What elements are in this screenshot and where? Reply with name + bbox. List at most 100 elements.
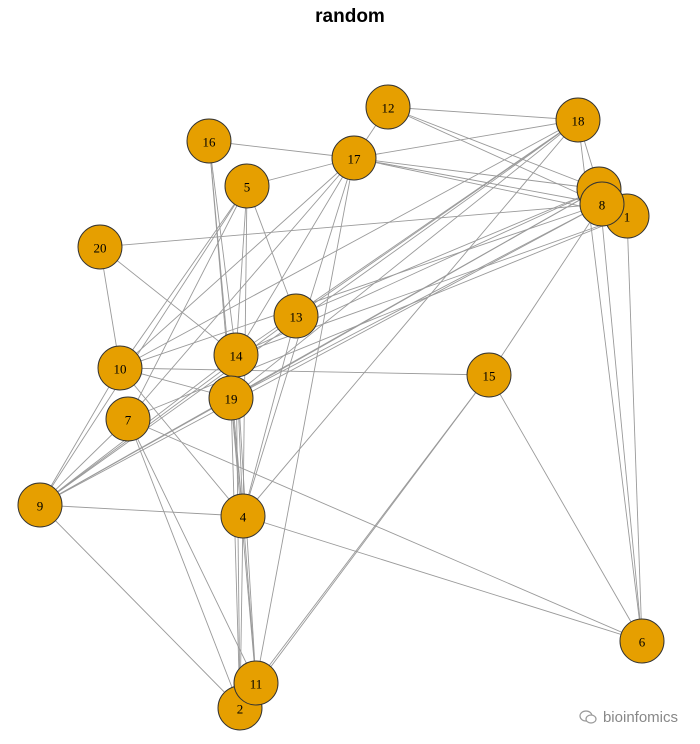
edge-4-11: [242, 515, 257, 684]
node-circle-6: [619, 618, 665, 664]
edge-7-6: [127, 418, 643, 642]
edge-5-10: [119, 185, 248, 369]
node-circle-13: [273, 293, 319, 339]
node-label-6: 6: [639, 635, 646, 650]
node-label-19: 19: [225, 392, 238, 407]
node-16: 16: [186, 118, 232, 164]
node-label-12: 12: [382, 101, 395, 116]
edge-12-3: [387, 106, 600, 190]
node-5: 5: [224, 163, 270, 209]
edge-9-4: [39, 504, 244, 517]
chat-bubble-icon: [579, 710, 597, 724]
edge-8-20: [99, 203, 603, 248]
edge-7-11: [127, 418, 257, 684]
node-label-13: 13: [290, 310, 303, 325]
node-19: 19: [208, 375, 254, 421]
node-circle-7: [105, 396, 151, 442]
node-15: 15: [466, 352, 512, 398]
node-circle-11: [233, 660, 279, 706]
edge-20-14: [99, 246, 237, 356]
edge-17-3: [353, 157, 600, 190]
edge-9-2: [39, 504, 241, 709]
node-circle-19: [208, 375, 254, 421]
edge-13-9: [39, 315, 297, 506]
edge-12-8: [387, 106, 603, 205]
node-label-9: 9: [37, 499, 44, 514]
node-13: 13: [273, 293, 319, 339]
edge-19-9: [39, 397, 232, 506]
node-label-8: 8: [599, 198, 606, 213]
edge-17-11: [255, 157, 355, 684]
edge-18-4: [242, 119, 579, 517]
edge-1-7: [127, 215, 628, 420]
edge-19-2: [230, 397, 241, 709]
node-label-15: 15: [483, 369, 496, 384]
edge-5-13: [246, 185, 297, 317]
edge-1-6: [626, 215, 643, 642]
node-label-4: 4: [240, 510, 247, 525]
edge-7-2: [127, 418, 241, 709]
edge-17-10: [119, 157, 355, 369]
node-circle-4: [220, 493, 266, 539]
edge-17-7: [127, 157, 355, 420]
edge-19-11: [230, 397, 257, 684]
edge-18-10: [119, 119, 579, 369]
edge-17-18: [353, 119, 579, 159]
node-4: 4: [220, 493, 266, 539]
node-circle-18: [555, 97, 601, 143]
node-6: 6: [619, 618, 665, 664]
edge-10-15: [119, 367, 490, 376]
node-circle-20: [77, 224, 123, 270]
node-circle-17: [331, 135, 377, 181]
node-label-10: 10: [114, 362, 127, 377]
edge-17-8: [353, 157, 603, 205]
node-label-7: 7: [125, 413, 132, 428]
edge-15-2: [239, 374, 490, 709]
edge-3-19: [230, 188, 600, 399]
edge-5-9: [39, 185, 248, 506]
edge-10-9: [39, 367, 121, 506]
node-label-2: 2: [237, 702, 244, 717]
edge-8-19: [230, 203, 603, 399]
node-label-5: 5: [244, 180, 251, 195]
node-8: 8: [579, 181, 625, 227]
edge-18-19: [230, 119, 579, 399]
node-label-16: 16: [203, 135, 217, 150]
edge-3-13: [295, 188, 600, 317]
node-11: 11: [233, 660, 279, 706]
node-10: 10: [97, 345, 143, 391]
node-label-1: 1: [624, 210, 631, 225]
edge-16-17: [208, 140, 355, 159]
edges-layer: [39, 106, 643, 709]
nodes-layer: 2138456791011121314151617181920: [17, 84, 665, 731]
node-9: 9: [17, 482, 63, 528]
watermark: bioinfomics: [579, 708, 678, 726]
node-label-17: 17: [348, 152, 362, 167]
node-circle-8: [579, 181, 625, 227]
node-circle-15: [466, 352, 512, 398]
node-7: 7: [105, 396, 151, 442]
node-17: 17: [331, 135, 377, 181]
node-12: 12: [365, 84, 411, 130]
edge-3-6: [598, 188, 643, 642]
edge-8-9: [39, 203, 603, 506]
node-label-14: 14: [230, 349, 244, 364]
node-14: 14: [213, 332, 259, 378]
edge-13-4: [242, 315, 297, 517]
edge-8-15: [488, 203, 603, 376]
node-20: 20: [77, 224, 123, 270]
node-circle-16: [186, 118, 232, 164]
node-circle-9: [17, 482, 63, 528]
graph-title: random: [315, 6, 385, 27]
watermark-text: bioinfomics: [602, 708, 678, 726]
node-circle-10: [97, 345, 143, 391]
edge-8-10: [119, 203, 603, 369]
edge-5-14: [235, 185, 248, 356]
node-label-11: 11: [250, 677, 263, 692]
edge-12-18: [387, 106, 579, 121]
node-circle-12: [365, 84, 411, 130]
node-label-18: 18: [572, 114, 585, 129]
node-circle-5: [224, 163, 270, 209]
edge-16-14: [208, 140, 237, 356]
